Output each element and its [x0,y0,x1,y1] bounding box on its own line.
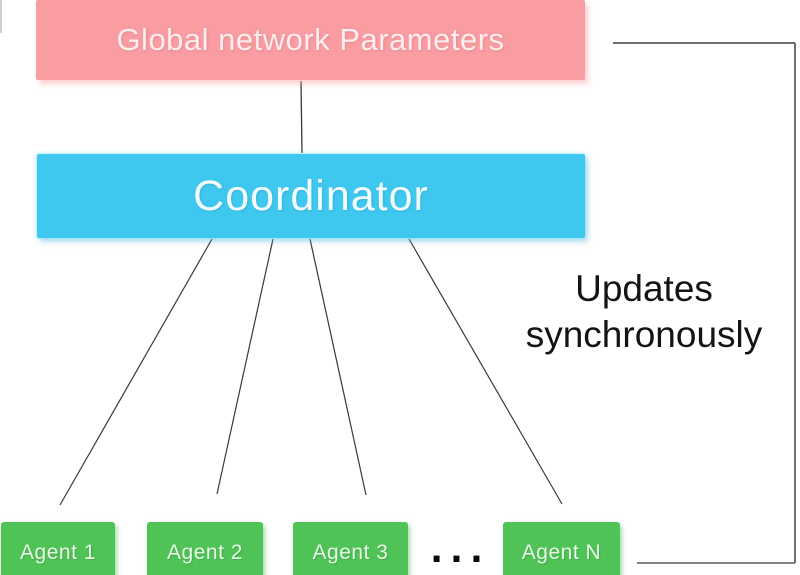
agent-n-box: Agent N [503,522,620,575]
agent-2-box: Agent 2 [147,522,263,575]
agent-3-label: Agent 3 [312,541,389,564]
edge-coordinator-to-agent-3 [309,238,367,496]
agent-3-box: Agent 3 [293,522,408,575]
agent-2-label: Agent 2 [167,541,243,564]
global-network-parameters-box: Global network Parameters [36,0,585,80]
coordinator-box: Coordinator [37,154,585,238]
edge-coordinator-to-agent-1 [59,238,213,506]
agent-n-label: Agent N [521,541,602,564]
agent-1-label: Agent 1 [20,541,96,564]
agents-ellipsis: ... [430,531,490,571]
updates-synchronously-annotation: Updates synchronously [525,268,763,355]
edge-params-to-coordinator [300,80,303,154]
edge-coordinator-to-agent-2 [216,238,274,495]
global-network-parameters-label: Global network Parameters [116,22,505,57]
coordinator-label: Coordinator [193,171,429,220]
agent-1-box: Agent 1 [1,522,115,575]
